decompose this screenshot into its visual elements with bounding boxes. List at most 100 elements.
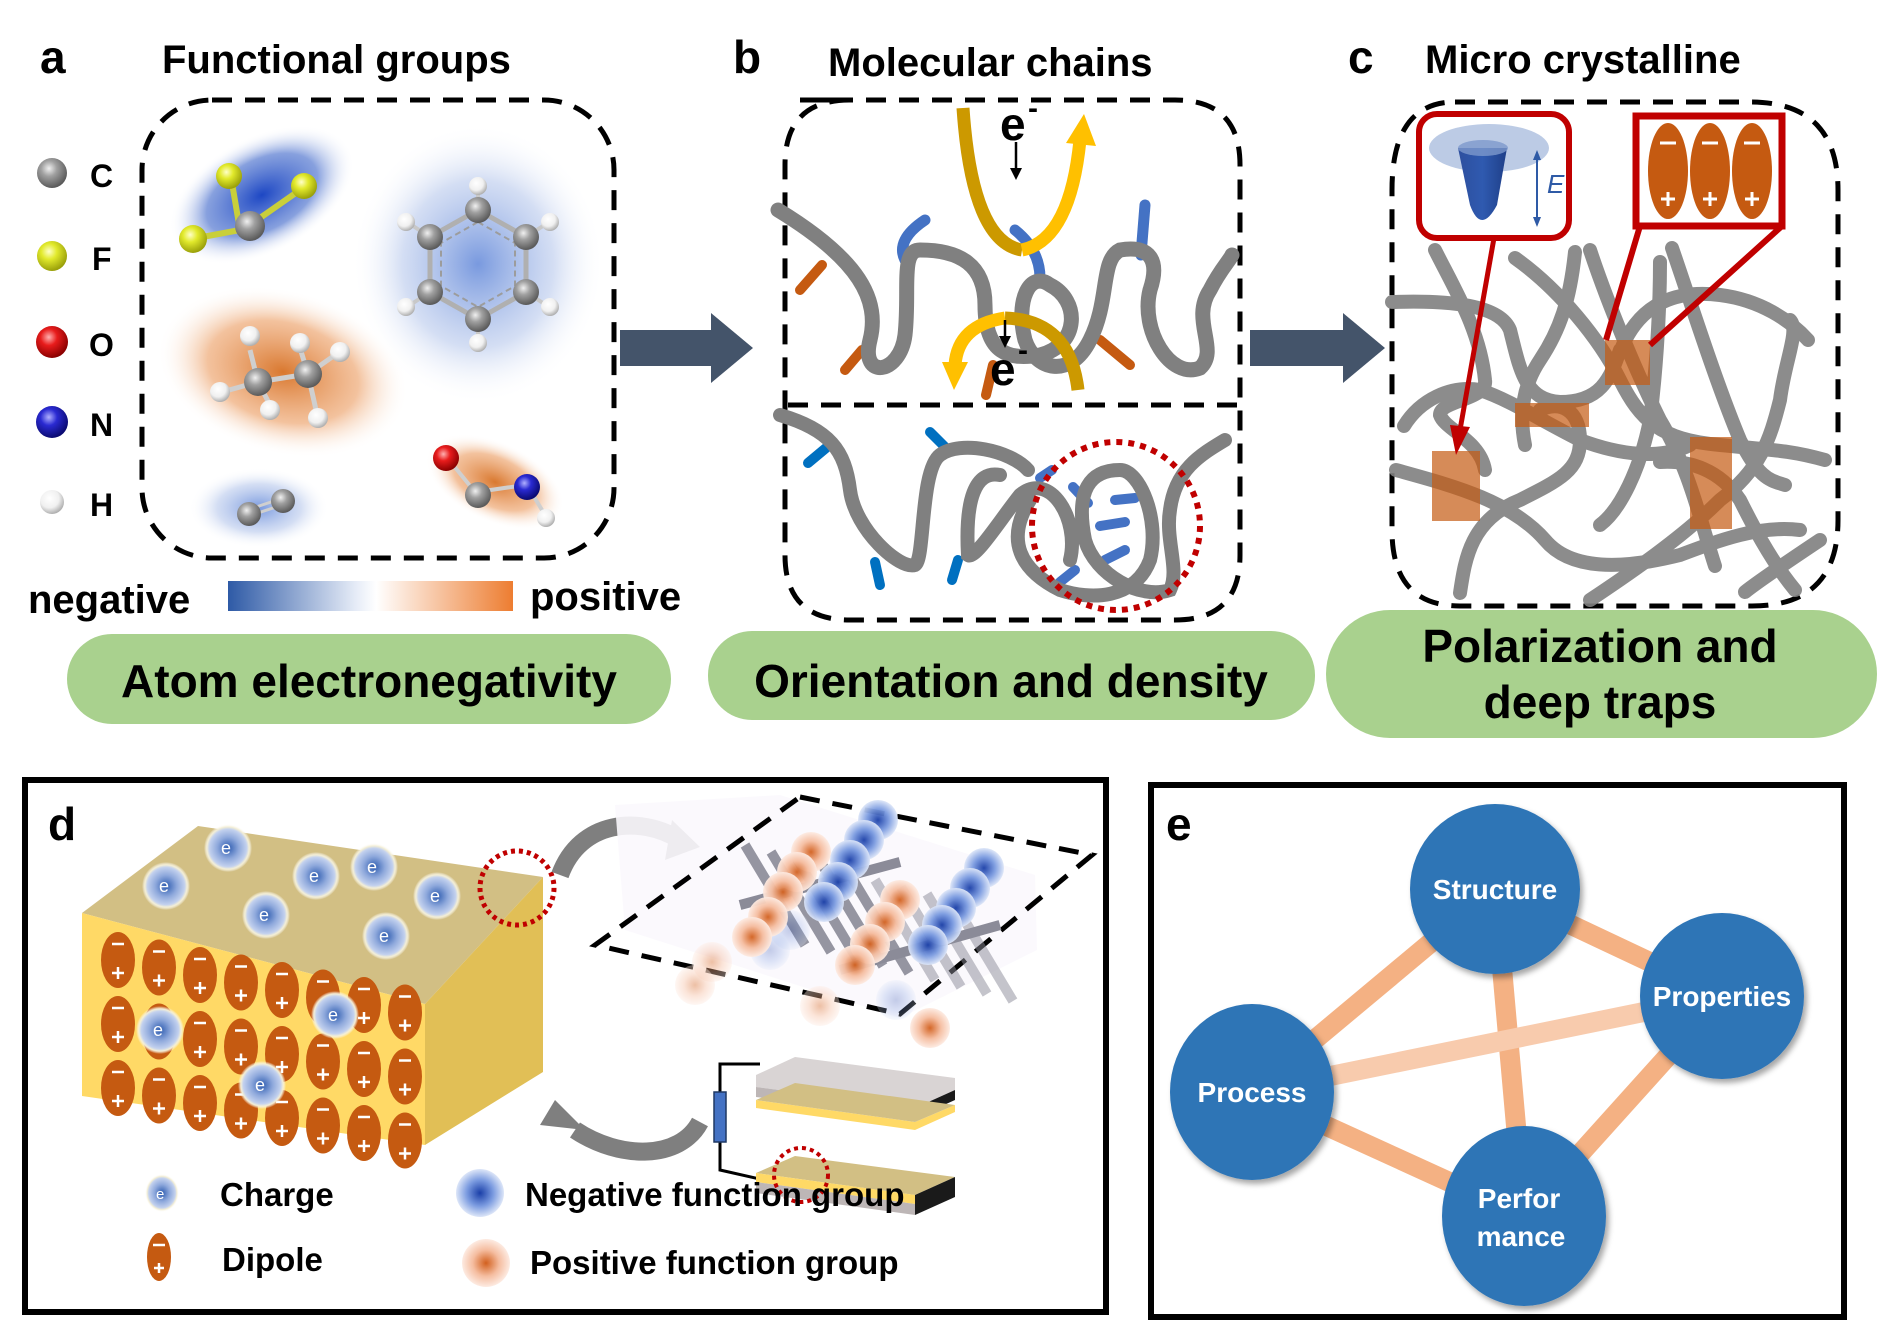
carbon-atom-icon bbox=[37, 158, 67, 188]
legend-item-charge: e Charge bbox=[145, 1174, 334, 1213]
legend-label-h: H bbox=[90, 487, 113, 523]
node-structure: Structure bbox=[1410, 804, 1580, 974]
benzene-molecule bbox=[352, 124, 604, 404]
panel-c-caption-line1: Polarization and bbox=[1422, 620, 1777, 672]
crystalline-domain bbox=[1690, 437, 1732, 529]
dipole bbox=[183, 1075, 217, 1131]
legend-label-n: N bbox=[90, 407, 113, 443]
dipole bbox=[101, 1060, 135, 1116]
node-label: Process bbox=[1198, 1077, 1307, 1108]
hydrogen-atom-icon bbox=[40, 490, 64, 514]
panel-a-title: Functional groups bbox=[162, 38, 511, 82]
positive-function-group bbox=[835, 945, 875, 985]
panel-e-letter: e bbox=[1166, 798, 1192, 850]
scale-negative-label: negative bbox=[28, 578, 190, 622]
positive-charge-cloud bbox=[425, 434, 565, 530]
dipole bbox=[388, 984, 422, 1041]
positive-function-group bbox=[732, 917, 772, 957]
legend-item-carbon: C bbox=[37, 158, 113, 194]
dipole bbox=[224, 1018, 258, 1075]
electron-top-charge: - bbox=[1028, 92, 1038, 125]
node-label: Properties bbox=[1653, 981, 1792, 1012]
dipole-legend-icon bbox=[147, 1233, 171, 1281]
dipole bbox=[265, 962, 299, 1018]
resistor-icon bbox=[713, 1091, 727, 1143]
legend-label-charge: Charge bbox=[220, 1176, 334, 1213]
negative-group-legend-icon bbox=[456, 1169, 504, 1217]
panel-c-caption-pill bbox=[1326, 610, 1877, 738]
charge: e bbox=[413, 872, 461, 920]
negative-function-group bbox=[804, 882, 844, 922]
svg-text:e: e bbox=[430, 886, 440, 906]
return-curved-arrow bbox=[570, 1117, 708, 1161]
charge: e bbox=[136, 1006, 184, 1054]
dipole-inset bbox=[1632, 112, 1786, 230]
legend-item-fluorine: F bbox=[37, 241, 112, 277]
dipole bbox=[388, 1048, 422, 1105]
panel-c-title: Micro crystalline bbox=[1425, 38, 1741, 82]
dense-region-highlight bbox=[1029, 439, 1203, 613]
crystalline-domain bbox=[1605, 340, 1650, 385]
svg-text:e: e bbox=[221, 838, 231, 858]
panel-b-dashed-frame bbox=[782, 97, 1243, 623]
legend-label-positive-group: Positive function group bbox=[530, 1244, 899, 1281]
scale-positive-label: positive bbox=[530, 575, 681, 619]
top-molecular-chain: e - e - bbox=[770, 92, 1240, 400]
panel-c-letter: c bbox=[1348, 31, 1374, 83]
charge: e bbox=[292, 852, 340, 900]
panel-b-title: Molecular chains bbox=[828, 41, 1153, 85]
svg-text:e: e bbox=[379, 926, 389, 946]
positive-charge-cloud bbox=[157, 286, 409, 458]
dipole bbox=[142, 939, 176, 996]
legend-item-nitrogen: N bbox=[36, 406, 113, 443]
negative-function-group bbox=[876, 980, 916, 1020]
node-label-line2: mance bbox=[1477, 1221, 1566, 1252]
panel-a-caption-pill bbox=[67, 634, 671, 724]
electron-top-label: e bbox=[1000, 98, 1026, 150]
legend-item-hydrogen: H bbox=[40, 487, 113, 523]
dipole bbox=[1732, 123, 1772, 219]
ethyl-molecule bbox=[157, 286, 409, 458]
electrode-zoom-highlight bbox=[772, 1146, 830, 1204]
legend-label-f: F bbox=[92, 241, 112, 277]
panel-a: a Functional groups C F O N H bbox=[28, 31, 681, 724]
dipole bbox=[101, 996, 135, 1052]
fluorine-atom bbox=[216, 163, 242, 189]
node-process: Process bbox=[1170, 1004, 1334, 1180]
negative-charge-cloud bbox=[169, 125, 355, 265]
node-label: Structure bbox=[1433, 874, 1557, 905]
crystalline-domain bbox=[1515, 403, 1589, 427]
charge: e bbox=[142, 862, 190, 910]
dipole bbox=[183, 947, 217, 1003]
svg-text:e: e bbox=[153, 1020, 163, 1040]
svg-text:e: e bbox=[367, 857, 377, 877]
panel-c-dashed-frame bbox=[1389, 99, 1841, 609]
panel-a-caption: Atom electronegativity bbox=[121, 655, 617, 707]
dipole bbox=[224, 954, 258, 1011]
charge: e bbox=[238, 1061, 286, 1109]
functional-group-lattice bbox=[589, 794, 1098, 1048]
dipole bbox=[347, 1041, 381, 1097]
oxygen-atom-icon bbox=[36, 326, 68, 358]
legend-item-dipole: Dipole bbox=[147, 1233, 323, 1281]
charge: e bbox=[311, 991, 359, 1039]
positive-function-group bbox=[910, 1008, 950, 1048]
capacitor-device bbox=[713, 1057, 955, 1215]
svg-text:e: e bbox=[159, 876, 169, 896]
atom-legend: C F O N H bbox=[36, 158, 114, 523]
carbon-atom bbox=[235, 211, 265, 241]
positive-function-group bbox=[675, 965, 715, 1005]
electronegativity-scale-bar bbox=[228, 581, 513, 611]
surface-zoom-highlight bbox=[477, 848, 557, 928]
dipole bbox=[142, 1067, 176, 1124]
panel-a-dashed-frame bbox=[139, 97, 617, 561]
panel-b-letter: b bbox=[733, 31, 761, 83]
negative-charge-cloud bbox=[352, 124, 604, 404]
panel-c: c Micro crystalline bbox=[1326, 31, 1877, 738]
svg-text:e: e bbox=[259, 905, 269, 925]
legend-label-o: O bbox=[89, 327, 114, 363]
charge: e bbox=[242, 891, 290, 939]
block-top-face bbox=[82, 826, 543, 1004]
electron-bottom-charge: - bbox=[1018, 334, 1028, 367]
